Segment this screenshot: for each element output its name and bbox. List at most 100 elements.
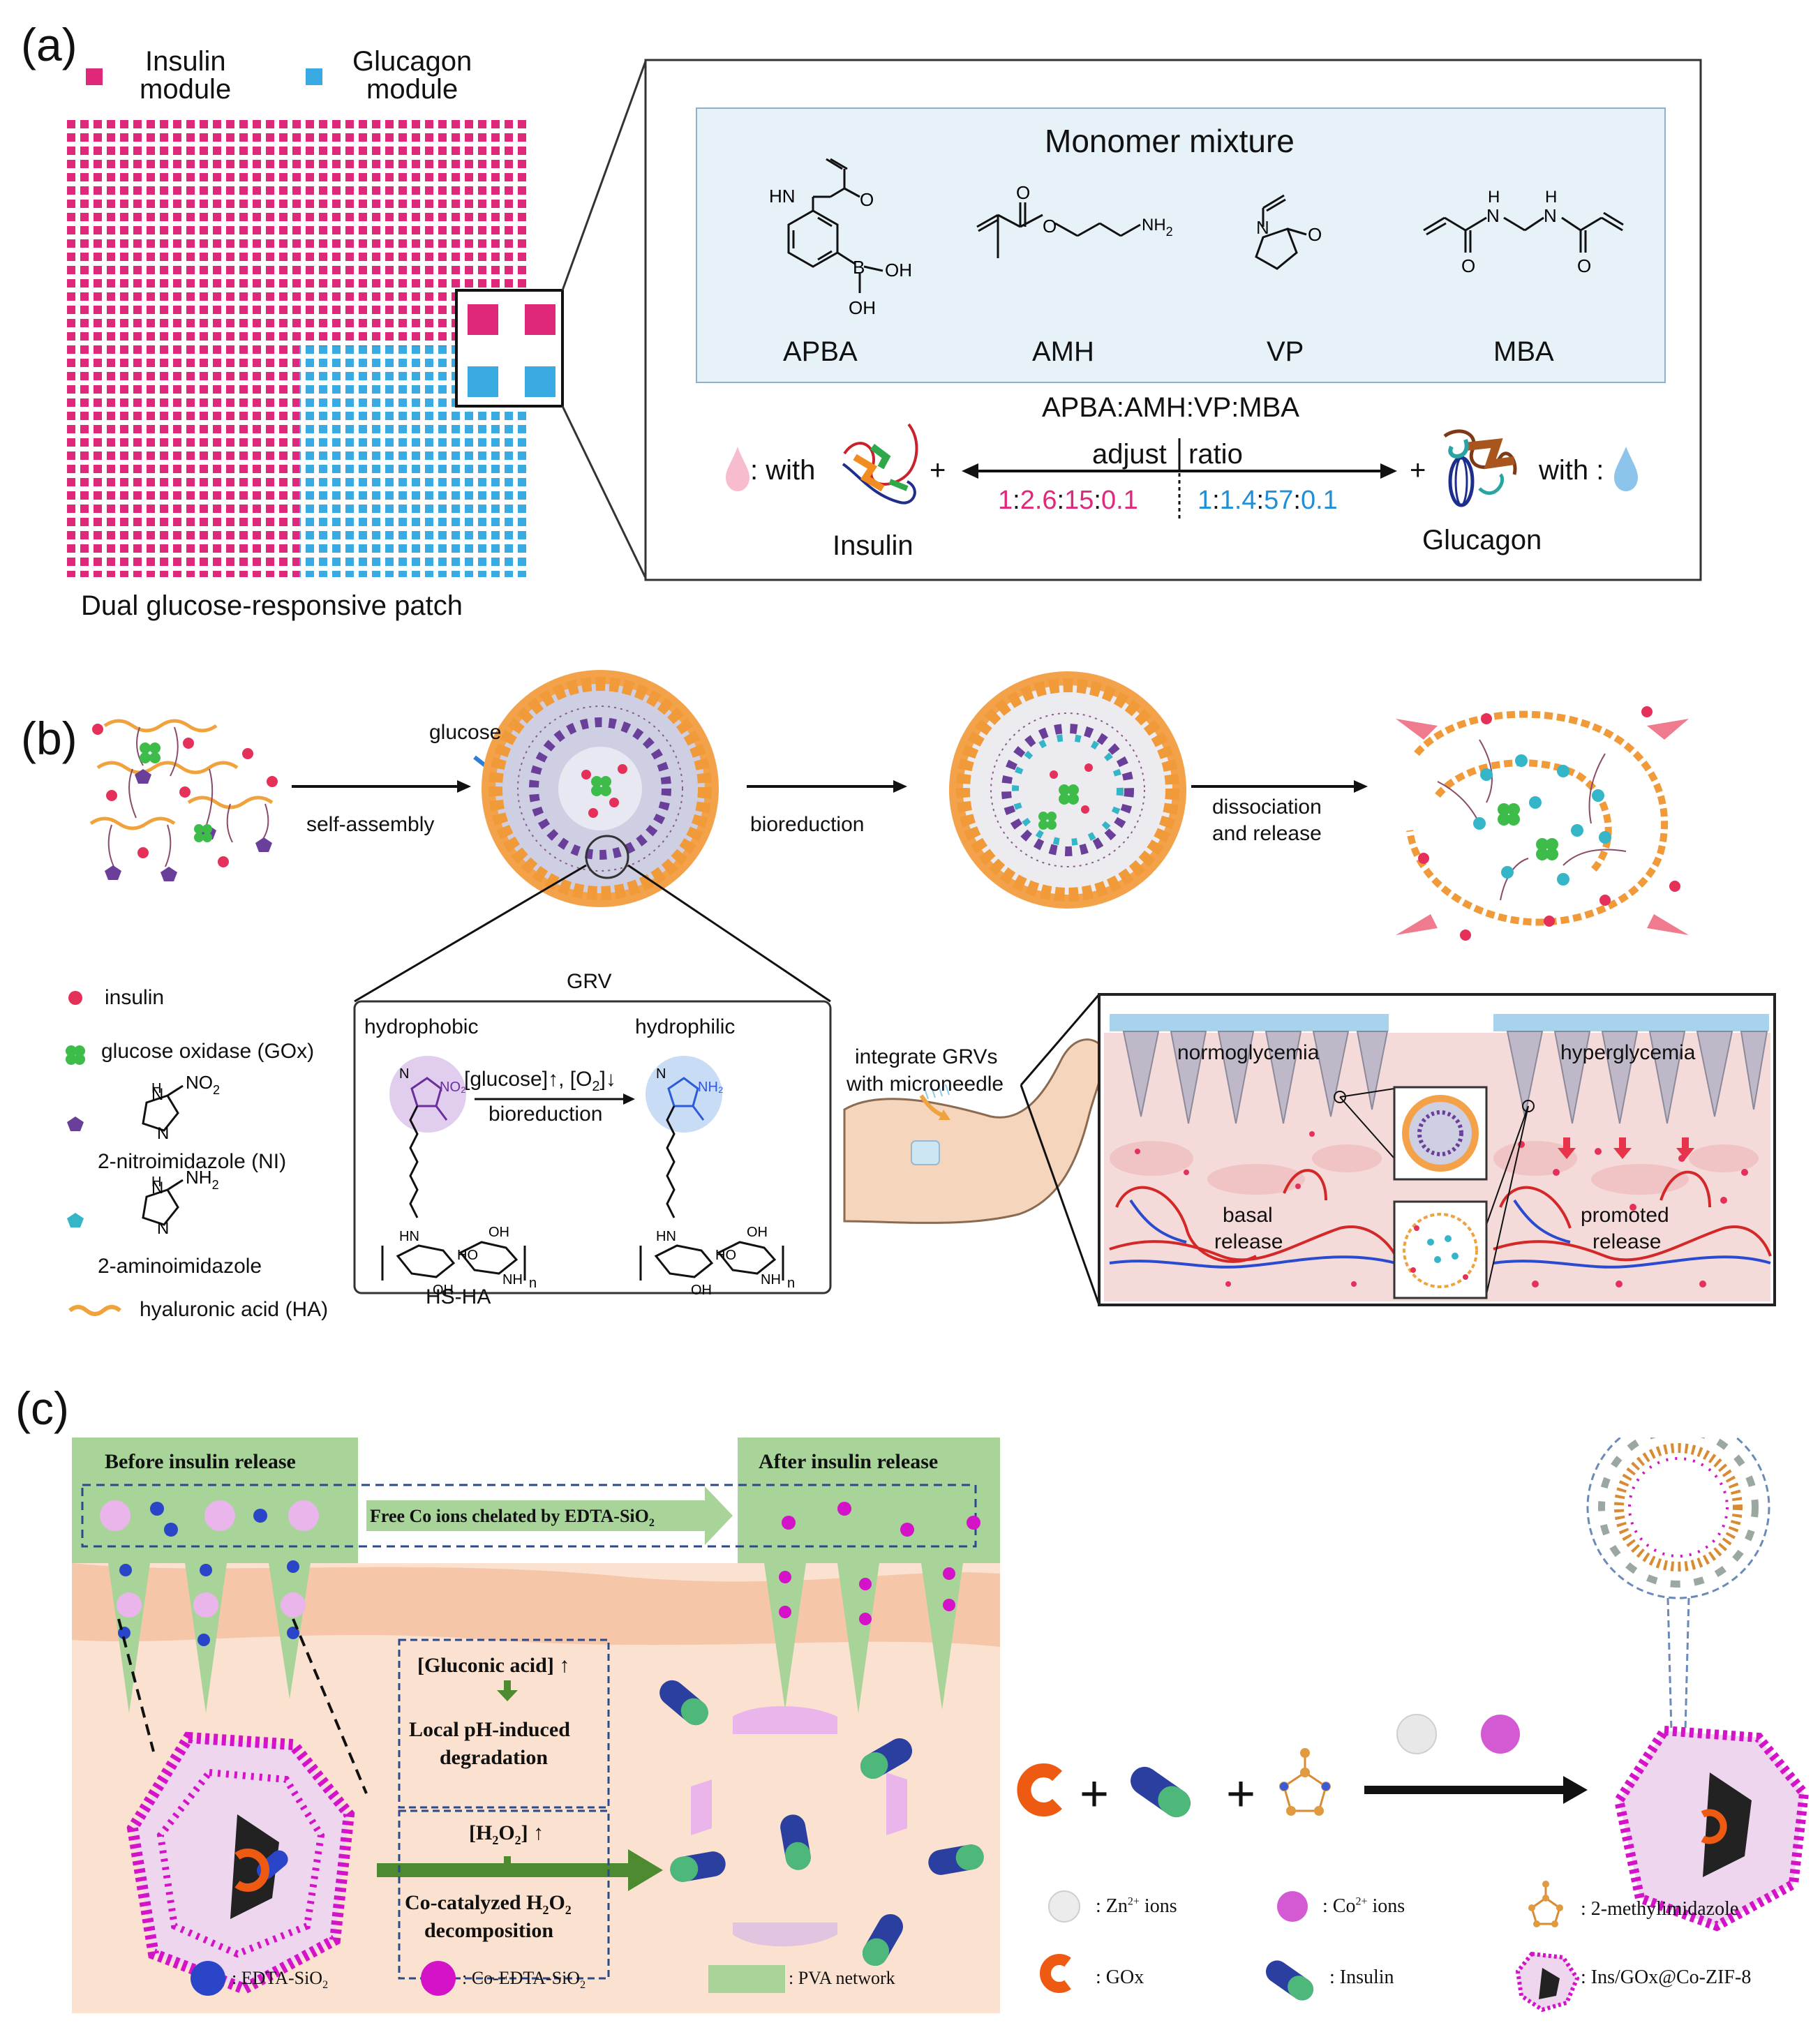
ratio-title: APBA:AMH:VP:MBA bbox=[1042, 392, 1299, 423]
hsha-oh2: OH bbox=[433, 1283, 454, 1298]
legend-zn-label: : Zn2+ ions bbox=[1096, 1895, 1177, 1917]
hydrophilic-label: hydrophilic bbox=[635, 1015, 736, 1038]
plus-left: + bbox=[930, 455, 946, 486]
after-release-label: After insulin release bbox=[759, 1450, 939, 1473]
amh-nh2: NH2 bbox=[1142, 216, 1173, 239]
monomer-mixture-box bbox=[696, 107, 1666, 383]
normoglycemia-label: normoglycemia bbox=[1177, 1041, 1320, 1064]
amh-o2: O bbox=[1043, 216, 1057, 237]
panel-label-a: (a) bbox=[21, 19, 77, 70]
apba-o: O bbox=[860, 189, 874, 210]
amh-o1: O bbox=[1016, 182, 1030, 203]
ha-polymer-chains bbox=[89, 719, 274, 830]
before-release-label: Before insulin release bbox=[105, 1450, 296, 1473]
legend-co-edta-label: : Co-EDTA-SiO2 bbox=[462, 1968, 586, 1992]
product-n-sub: n bbox=[787, 1276, 795, 1291]
mba-n2: N bbox=[1544, 205, 1557, 226]
legend-gox-icon bbox=[1040, 1954, 1071, 1993]
legend-ai: 2-aminoimidazole bbox=[98, 1255, 262, 1278]
co-edta-sio2-dots bbox=[779, 1502, 980, 1625]
mba-n1: N bbox=[1486, 205, 1500, 226]
vp-n: N bbox=[1256, 217, 1269, 238]
legend-pva-icon bbox=[708, 1965, 785, 1993]
plus-right: + bbox=[1410, 455, 1426, 486]
dissociated-vesicle bbox=[1396, 706, 1689, 941]
glucagon-module-legend-line1: Glucagon bbox=[352, 46, 472, 77]
ni-no2: NO2 bbox=[186, 1072, 220, 1097]
amh-structure bbox=[976, 202, 1141, 258]
legend-methylimidazole-label: : 2-methylimidazole bbox=[1581, 1898, 1739, 1920]
mba-h2: H bbox=[1545, 188, 1557, 207]
gluconic-box bbox=[398, 1638, 610, 1809]
monomer-mba: MBA bbox=[1493, 336, 1554, 367]
legend-ni-icon bbox=[67, 1117, 84, 1131]
zif-crystal-small-icons bbox=[100, 1500, 319, 1618]
monomer-mixture-title: Monomer mixture bbox=[1045, 123, 1295, 159]
mba-o2: O bbox=[1577, 255, 1591, 276]
with-right-label: with : bbox=[1539, 455, 1604, 486]
legend-insulin: insulin bbox=[105, 986, 165, 1009]
legend-ai-icon bbox=[67, 1213, 84, 1227]
patch-caption: Dual glucose-responsive patch bbox=[81, 590, 463, 621]
panel-label-b: (b) bbox=[21, 712, 77, 764]
ai-struct-nh2: NH₂ bbox=[698, 1080, 724, 1095]
zif-crystal-large bbox=[126, 1731, 355, 1995]
integrate-label-line1: integrate GRVs bbox=[855, 1045, 998, 1068]
insulin-module-swatch bbox=[86, 68, 103, 85]
pva-patch-after bbox=[738, 1438, 1000, 1713]
panel-label-c: (c) bbox=[15, 1382, 69, 1434]
promoted-release-line2: release bbox=[1592, 1230, 1662, 1253]
glucagon-label: Glucagon bbox=[1422, 525, 1542, 555]
adjust-label: adjust bbox=[1092, 439, 1167, 470]
microneedle-skin-panel bbox=[1098, 993, 1776, 1306]
promoted-release-line1: promoted bbox=[1581, 1204, 1669, 1227]
product-hn: HN bbox=[656, 1229, 676, 1244]
glucose-label: glucose bbox=[429, 721, 502, 744]
co-catalyzed-line1: Co-catalyzed H2O2 bbox=[405, 1891, 572, 1917]
legend-ins-gox-zif-icon bbox=[1515, 1951, 1580, 2013]
ni-n-bottom: N bbox=[157, 1124, 169, 1143]
legend-insulin-icon bbox=[68, 991, 82, 1005]
with-left-label: : with bbox=[750, 455, 816, 486]
grv-label: GRV bbox=[567, 970, 612, 993]
monomer-vp: VP bbox=[1267, 336, 1304, 367]
product-ho: HO bbox=[715, 1248, 736, 1263]
legend-ins-gox-zif-label: : Ins/GOx@Co-ZIF-8 bbox=[1581, 1966, 1752, 1988]
methylimidazole-icon bbox=[1283, 1753, 1327, 1812]
insulin-protein-icon bbox=[842, 423, 918, 505]
insulin-ratio: 1:2.6:15:0.1 bbox=[998, 486, 1138, 515]
legend-co-icon bbox=[1277, 1891, 1308, 1922]
ai-n-top: N bbox=[151, 1179, 163, 1197]
ratio-label: ratio bbox=[1188, 439, 1243, 470]
product-oh2: OH bbox=[691, 1283, 712, 1298]
hsha-chemistry-box bbox=[353, 1000, 832, 1294]
apba-b: B bbox=[853, 257, 865, 278]
product-oh: OH bbox=[747, 1225, 768, 1240]
ni-struct-n: N bbox=[399, 1066, 409, 1082]
legend-gox-label: : GOx bbox=[1096, 1966, 1144, 1988]
hsha-label: HS-HA bbox=[426, 1285, 491, 1308]
hsha-n-sub: n bbox=[529, 1276, 537, 1291]
degraded-zif-fragments bbox=[691, 1706, 907, 1947]
patch-diagram: HN B O OH OH O O NH2 N O bbox=[67, 59, 1702, 581]
legend-pva-label: : PVA network bbox=[789, 1968, 895, 1988]
legend-methylimidazole-icon bbox=[1530, 1884, 1561, 1925]
vp-o: O bbox=[1308, 224, 1322, 245]
ai-nh2: NH2 bbox=[186, 1167, 219, 1192]
pink-drop-icon bbox=[726, 447, 749, 491]
legend-insulin-label: : Insulin bbox=[1329, 1966, 1394, 1988]
legend-co-edta-icon bbox=[421, 1961, 456, 1996]
hsha-hn: HN bbox=[399, 1229, 419, 1244]
legend-edta-label: : EDTA-SiO2 bbox=[232, 1968, 329, 1992]
hsha-ho: HO bbox=[457, 1248, 478, 1263]
apba-oh1: OH bbox=[885, 260, 912, 281]
legend-gox-icon bbox=[66, 1045, 85, 1065]
grv-reduced bbox=[949, 671, 1186, 909]
insulin-module-legend-line2: module bbox=[140, 74, 232, 105]
apba-hn: HN bbox=[769, 186, 796, 207]
h2o2-box bbox=[398, 1809, 610, 1980]
decomposition-line: decomposition bbox=[424, 1919, 554, 1942]
glucagon-protein-icon bbox=[1443, 429, 1517, 507]
insulin-module-legend-line1: Insulin bbox=[145, 46, 226, 77]
ai-h-top: H bbox=[151, 1174, 161, 1190]
